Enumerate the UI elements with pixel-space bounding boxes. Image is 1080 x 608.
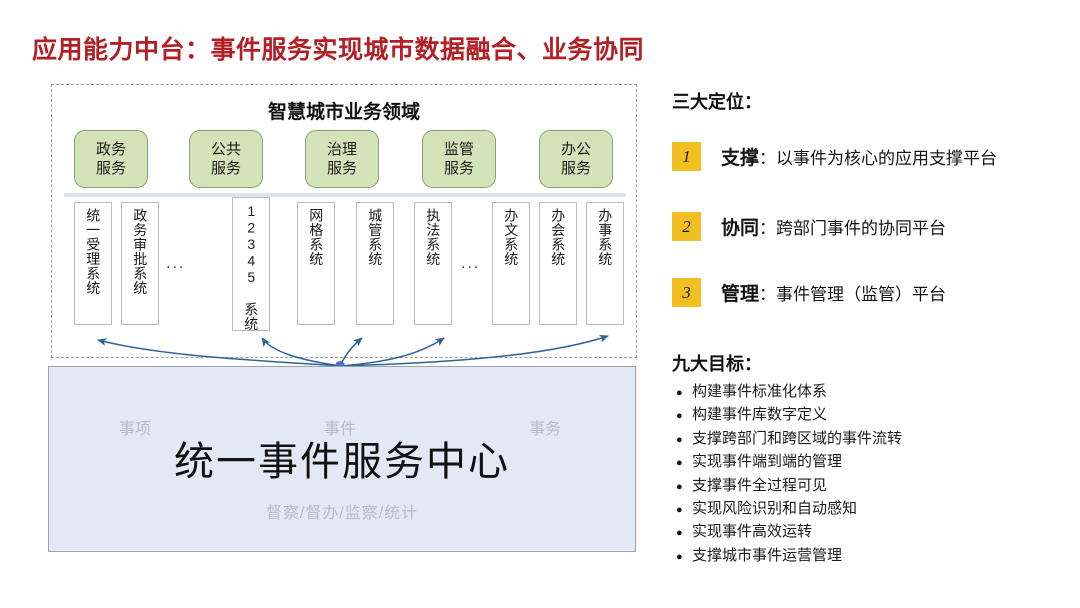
position-separator-2: ： [759,219,777,238]
position-keyword-3: 管理 [721,284,760,305]
positions-heading: 三大定位： [672,92,762,112]
goal-item-label: 支撑跨部门和跨区域的事件流转 [692,429,903,447]
position-item-3[interactable]: 3 管理：事件管理（监管）平台 [672,278,946,307]
system-box-banwen[interactable]: 办文系统 [492,202,530,325]
goal-item: ● 支撑事件全过程可见 [676,475,902,498]
goal-item: ● 构建事件库数字定义 [676,404,902,427]
center-subtitle: 督察/督办/监察/统计 [265,505,419,522]
unified-event-service-center[interactable]: 事项 事件 事务 统一事件服务中心 督察/督办/监察/统计 [48,366,636,552]
bullet-icon: ● [676,480,683,493]
position-keyword-1: 支撑 [721,148,760,169]
system-box-label: 办事系统 [597,208,614,266]
bullet-icon: ● [676,410,683,423]
systems-ellipsis-right: ... [461,255,481,272]
bullet-icon: ● [676,387,683,399]
page-title: 应用能力中台：事件服务实现城市数据融合、业务协同 [32,36,645,64]
position-text-3: 管理：事件管理（监管）平台 [721,279,946,306]
center-label-shiwu: 事务 [529,421,562,438]
domain-box-line1: 政务 [95,140,126,158]
system-box-zhengwushenpi[interactable]: 政务审批系统 [121,202,159,325]
domain-box-line2: 服务 [443,160,474,177]
system-box-label: 统一受理系统 [85,208,102,295]
goal-item-label: 实现事件端到端的管理 [692,453,843,471]
domain-box-line1: 治理 [326,140,357,158]
domain-box-line1: 公共 [210,140,241,158]
position-text-2: 协同：跨部门事件的协同平台 [721,213,946,240]
domain-box-zhili[interactable]: 治理 服务 [305,130,379,188]
position-keyword-2: 协同 [721,218,760,239]
bullet-icon: ● [676,433,683,446]
position-detail-3: 事件管理（监管）平台 [776,285,947,304]
systems-band-divider [64,193,626,197]
position-separator-3: ： [759,285,777,304]
system-box-tongyishouli[interactable]: 统一受理系统 [74,202,112,325]
center-label-shixiang: 事项 [119,421,152,438]
position-detail-1: 以事件为核心的应用支撑平台 [776,149,998,168]
position-item-1[interactable]: 1 支撑：以事件为核心的应用支撑平台 [672,142,997,171]
domain-box-line2: 服务 [210,160,241,177]
system-box-label: 网格系统 [308,208,325,266]
domain-box-line1: 办公 [560,140,591,158]
goal-item-label: 实现风险识别和自动感知 [692,500,858,518]
domain-panel-heading: 智慧城市业务领域 [267,102,420,123]
position-badge-3: 3 [672,278,701,307]
bullet-icon: ● [676,457,683,470]
goal-item: ● 实现风险识别和自动感知 [676,498,902,521]
goal-item: ● 支撑跨部门和跨区域的事件流转 [676,428,902,451]
position-text-1: 支撑：以事件为核心的应用支撑平台 [721,143,997,170]
system-box-label: 办会系统 [550,208,567,266]
position-separator-1: ： [759,149,777,168]
system-box-label: 政务审批系统 [132,208,149,295]
goal-item: ● 实现事件端到端的管理 [676,451,902,474]
domain-box-line2: 服务 [326,160,357,177]
system-box-label: 城管系统 [367,208,384,266]
systems-ellipsis-left: ... [166,255,186,272]
bullet-icon: ● [676,504,683,517]
position-badge-2: 2 [672,212,701,241]
position-item-2[interactable]: 2 协同：跨部门事件的协同平台 [672,212,946,241]
system-box-label: 执法系统 [425,208,442,266]
position-detail-2: 跨部门事件的协同平台 [776,219,947,238]
goals-heading: 九大目标： [672,354,762,374]
goals-list: ● 构建事件标准化体系 ● 构建事件库数字定义 ● 支撑跨部门和跨区域的事件流转 ● 实现事件… [676,381,902,568]
goal-item-label: 支撑事件全过程可见 [692,476,828,494]
system-box-zhifa[interactable]: 执法系统 [414,202,452,325]
goal-item: ● 支撑城市事件运营管理 [676,545,902,568]
domain-box-jianguan[interactable]: 监管 服务 [422,130,496,188]
bullet-icon: ● [676,550,683,563]
domain-box-line2: 服务 [560,160,591,177]
goal-item-label: 构建事件标准化体系 [692,383,828,400]
bullet-icon: ● [676,527,683,540]
system-box-chengguan[interactable]: 城管系统 [356,202,394,325]
system-box-12345[interactable]: 12345 系统 [232,197,270,331]
goal-item-label: 构建事件库数字定义 [692,406,828,424]
domain-box-zhengwu[interactable]: 政务 服务 [74,130,148,188]
smart-city-domain-panel: 智慧城市业务领域 政务 服务 公共 服务 治理 服务 监管 服务 办公 服务 统… [51,84,637,358]
domain-box-line2: 服务 [95,160,126,177]
system-box-label: 12345 系统 [243,203,260,331]
system-box-banshi[interactable]: 办事系统 [586,202,624,325]
goal-item: ● 实现事件高效运转 [676,521,902,544]
domain-box-gonggong[interactable]: 公共 服务 [189,130,263,188]
system-box-label: 办文系统 [503,208,520,266]
domain-box-line1: 监管 [443,140,474,158]
system-box-wangge[interactable]: 网格系统 [297,202,335,325]
domain-box-bangong[interactable]: 办公 服务 [539,130,613,188]
goal-item-label: 实现事件高效运转 [692,523,813,541]
center-main-title: 统一事件服务中心 [174,440,510,484]
goal-item-label: 支撑城市事件运营管理 [692,546,843,564]
center-label-shijian: 事件 [324,421,357,438]
goal-item: ● 构建事件标准化体系 [676,381,902,404]
position-badge-1: 1 [672,142,701,171]
system-box-banhui[interactable]: 办会系统 [539,202,577,325]
